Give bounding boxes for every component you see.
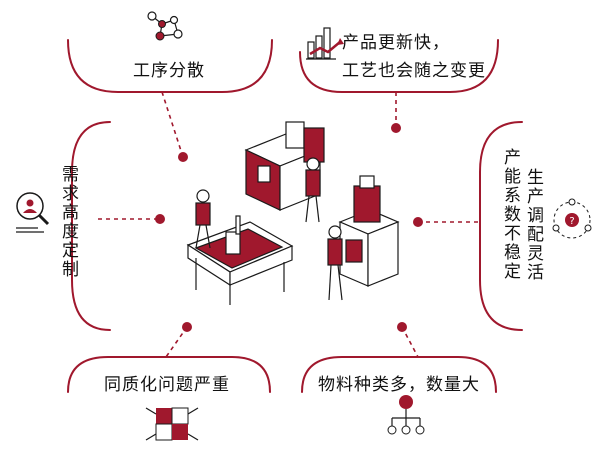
rising-bar-chart-icon (306, 27, 344, 60)
cutting-table-machine (186, 215, 294, 305)
label-material-variety: 物料种类多，数量大 (318, 375, 480, 395)
label-custom-demand: 需求高度定制 (58, 165, 78, 279)
people-question-icon: ? (552, 198, 592, 239)
worker-left (195, 189, 211, 249)
connector-lines (98, 91, 478, 358)
connector-dots (155, 123, 423, 332)
drill-machine (338, 175, 400, 287)
bracket-frames (67, 39, 523, 393)
bracket-top-right (299, 39, 499, 93)
bracket-left (71, 121, 111, 331)
factory-machines-illustration (186, 121, 400, 305)
magnifier-user-icon (16, 192, 50, 233)
worker-middle (305, 157, 321, 223)
label-process-dispersed: 工序分散 (133, 61, 205, 81)
svg-text:?: ? (569, 216, 574, 227)
label-unstable-capacity: 产能系数不稳定 (500, 148, 520, 281)
label-flexible-allocation: 生产调配灵活 (523, 168, 543, 282)
bracket-right (479, 121, 523, 331)
bracket-top-left (67, 39, 273, 93)
worker-right (327, 225, 343, 301)
label-process-change: 工艺也会随之变更 (342, 61, 486, 81)
bracket-bottom-right (301, 356, 497, 393)
bracket-bottom-left (67, 356, 271, 393)
puzzle-hands-icon (145, 407, 199, 441)
molecule-network-icon (147, 11, 183, 41)
label-homogenization: 同质化问题严重 (104, 375, 230, 395)
hierarchy-tree-icon (387, 395, 425, 435)
label-product-update-fast: 产品更新快， (342, 33, 450, 53)
